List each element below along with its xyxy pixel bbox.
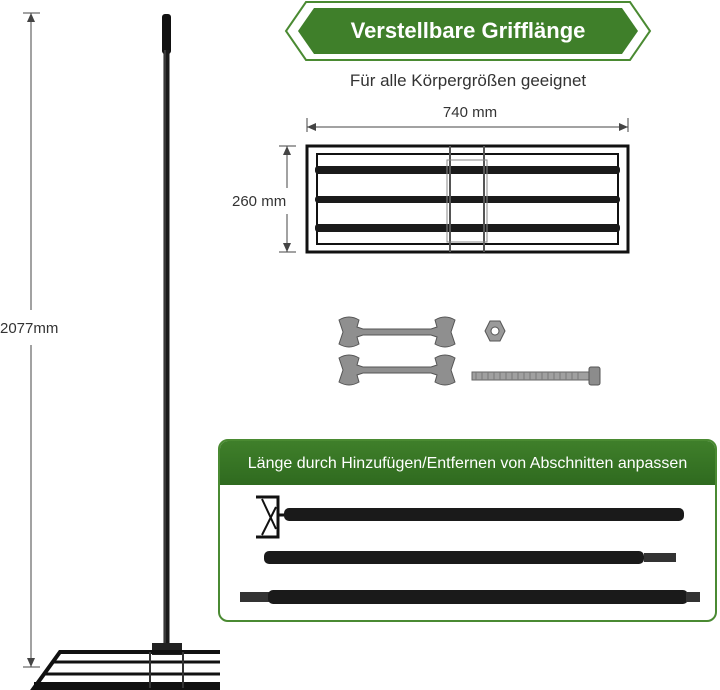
banner-title: Verstellbare Grifflänge (350, 18, 586, 43)
banner-background (284, 1, 652, 61)
depth-dimension-label: 260 mm (232, 193, 287, 210)
subtitle: Für alle Körpergrößen geeignet (349, 71, 587, 90)
bolt-icon (471, 366, 601, 386)
width-dimension-label: 740 mm (442, 104, 498, 121)
handle-sections-illustration (240, 495, 700, 604)
rake-head-top-view (279, 118, 630, 254)
width-dimension-line (306, 118, 629, 132)
handle-section-bottom (240, 590, 700, 604)
sections-panel: Länge durch Hinzufügen/Entfernen von Abs… (218, 439, 717, 622)
rake-full-illustration (23, 12, 220, 690)
rake-frame (30, 650, 220, 690)
wrench-icon (338, 354, 456, 386)
height-dimension-line (23, 12, 40, 668)
depth-dimension-line (279, 145, 296, 253)
wrench-icon (338, 316, 456, 348)
handle-grip (162, 14, 171, 54)
nut-icon (484, 320, 506, 342)
handle-pole (163, 50, 170, 650)
handle-section-top (256, 495, 684, 539)
height-dimension-label: 2077mm (0, 320, 59, 337)
handle-section-middle (264, 551, 676, 564)
sections-panel-header: Länge durch Hinzufügen/Entfernen von Abs… (220, 441, 715, 485)
